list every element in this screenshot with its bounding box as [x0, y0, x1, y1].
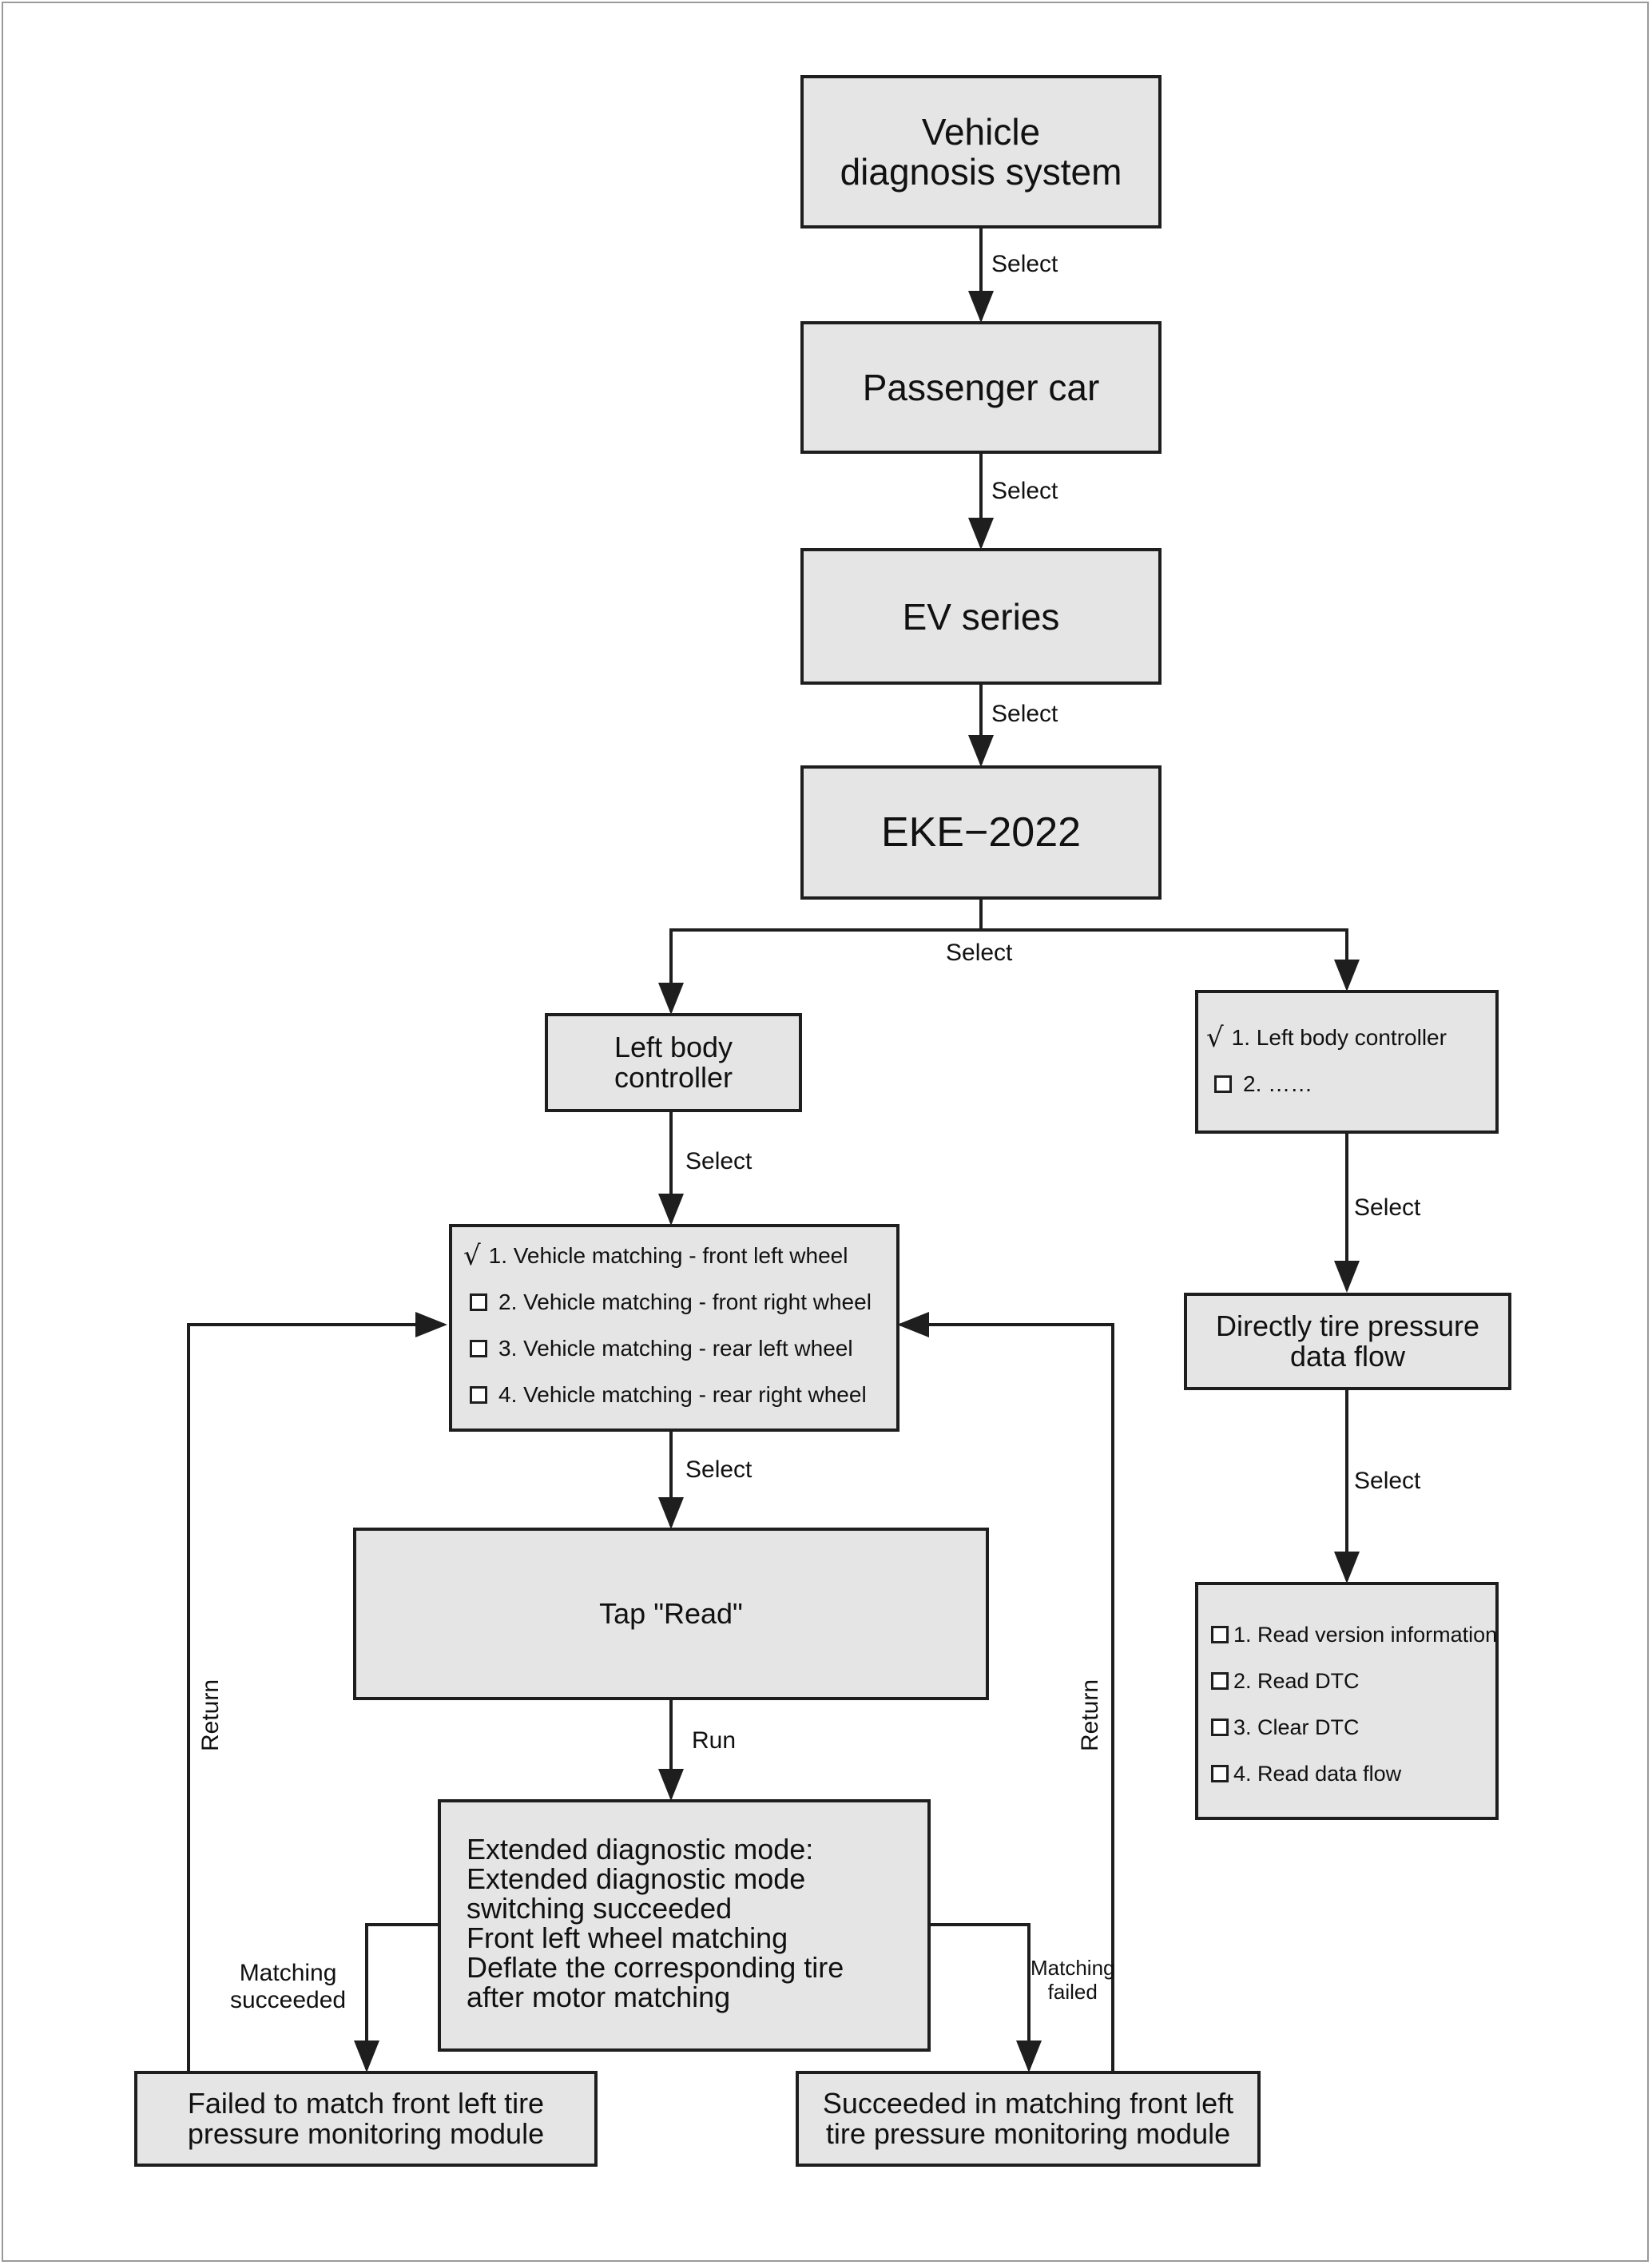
checkbox-icon — [470, 1340, 487, 1357]
select-label-5: Select — [685, 1148, 753, 1174]
read-menu-item-4[interactable]: 4. Read data flow — [1211, 1761, 1401, 1786]
tap-read-label: Tap "Read" — [599, 1597, 743, 1630]
check-mark-icon: √ — [463, 1240, 481, 1272]
matching-item-3[interactable]: 3. Vehicle matching - rear left wheel — [470, 1336, 853, 1361]
matching-item-2-label: 2. Vehicle matching - front right wheel — [498, 1289, 872, 1314]
select-label-1: Select — [991, 251, 1058, 277]
left-body-controller-label: Left body controller — [614, 1031, 733, 1094]
edge-eke-to-controller-list — [981, 928, 1360, 991]
eke-2022-node[interactable]: EKE−2022 — [800, 765, 1162, 900]
read-menu-node[interactable]: 1. Read version information 2. Read DTC … — [1195, 1582, 1499, 1820]
checkbox-icon — [1211, 1626, 1229, 1643]
matching-failed-label: Matching failed — [1031, 1956, 1115, 2004]
succeeded-match-label: Succeeded in matching front left tire pr… — [822, 2087, 1234, 2150]
select-label-2: Select — [991, 478, 1058, 504]
extended-mode-text: Extended diagnostic mode: Extended diagn… — [467, 1833, 844, 2013]
read-menu-item-1-label: 1. Read version information — [1233, 1623, 1498, 1647]
edge-extended-to-failed — [354, 1923, 439, 2072]
failed-match-node[interactable]: Failed to match front left tire pressure… — [134, 2071, 598, 2167]
checkbox-icon — [1214, 1075, 1232, 1093]
edge-return-left — [187, 1312, 447, 2072]
passenger-car-node[interactable]: Passenger car — [800, 321, 1162, 454]
controller-item-1-label: 1. Left body controller — [1231, 1025, 1447, 1050]
left-body-controller-node[interactable]: Left body controller — [545, 1013, 802, 1112]
matching-item-4-label: 4. Vehicle matching - rear right wheel — [498, 1382, 867, 1407]
read-menu-item-3-label: 3. Clear DTC — [1233, 1715, 1360, 1739]
vehicle-diagnosis-label: Vehicle diagnosis system — [840, 111, 1122, 193]
edge-extended-to-succeeded — [929, 1923, 1042, 2072]
select-label-3: Select — [991, 701, 1058, 727]
tire-pressure-flow-label: Directly tire pressure data flow — [1215, 1309, 1480, 1373]
return-label-left: Return — [197, 1679, 224, 1752]
controller-item-2-label: 2. …… — [1243, 1071, 1313, 1096]
checkbox-icon — [1211, 1719, 1229, 1736]
extended-mode-node[interactable]: Extended diagnostic mode: Extended diagn… — [438, 1799, 931, 2052]
controller-list-node[interactable]: √ 1. Left body controller 2. …… — [1195, 990, 1499, 1134]
matching-item-2[interactable]: 2. Vehicle matching - front right wheel — [470, 1289, 872, 1315]
matching-item-4[interactable]: 4. Vehicle matching - rear right wheel — [470, 1382, 867, 1408]
matching-succeeded-label: Matching succeeded — [230, 1960, 347, 2013]
ev-series-label: EV series — [902, 595, 1060, 638]
vehicle-diagnosis-node[interactable]: Vehicle diagnosis system — [800, 75, 1162, 228]
checkbox-icon — [1211, 1672, 1229, 1690]
read-menu-item-2[interactable]: 2. Read DTC — [1211, 1668, 1360, 1694]
matching-item-3-label: 3. Vehicle matching - rear left wheel — [498, 1336, 853, 1361]
checkbox-icon — [1211, 1765, 1229, 1782]
controller-item-2[interactable]: 2. …… — [1214, 1071, 1312, 1097]
read-menu-item-4-label: 4. Read data flow — [1233, 1762, 1402, 1786]
select-label-4: Select — [946, 940, 1013, 966]
matching-list-node[interactable]: √ 1. Vehicle matching - front left wheel… — [449, 1224, 899, 1432]
matching-item-1-label: 1. Vehicle matching - front left wheel — [488, 1243, 848, 1268]
check-mark-icon: √ — [1206, 1022, 1224, 1054]
ev-series-node[interactable]: EV series — [800, 548, 1162, 685]
read-menu-item-3[interactable]: 3. Clear DTC — [1211, 1715, 1360, 1740]
select-label-7: Select — [1354, 1194, 1421, 1221]
read-menu-item-2-label: 2. Read DTC — [1233, 1669, 1360, 1693]
passenger-car-label: Passenger car — [862, 367, 1100, 408]
controller-item-1[interactable]: √ 1. Left body controller — [1206, 1022, 1447, 1054]
eke-2022-label: EKE−2022 — [880, 809, 1082, 856]
return-label-right: Return — [1077, 1679, 1104, 1752]
read-menu-item-1[interactable]: 1. Read version information — [1211, 1622, 1497, 1647]
tap-read-node[interactable]: Tap "Read" — [353, 1528, 989, 1700]
select-label-8: Select — [1354, 1468, 1421, 1494]
tire-pressure-flow-node[interactable]: Directly tire pressure data flow — [1184, 1293, 1511, 1390]
edge-return-right — [897, 1312, 1114, 2072]
checkbox-icon — [470, 1293, 487, 1311]
matching-item-1[interactable]: √ 1. Vehicle matching - front left wheel — [463, 1240, 848, 1272]
succeeded-match-node[interactable]: Succeeded in matching front left tire pr… — [796, 2071, 1261, 2167]
select-label-6: Select — [685, 1456, 753, 1483]
failed-match-label: Failed to match front left tire pressure… — [187, 2087, 545, 2150]
checkbox-icon — [470, 1386, 487, 1404]
run-label: Run — [692, 1727, 737, 1754]
edge-eke-to-left-body — [658, 928, 981, 1015]
